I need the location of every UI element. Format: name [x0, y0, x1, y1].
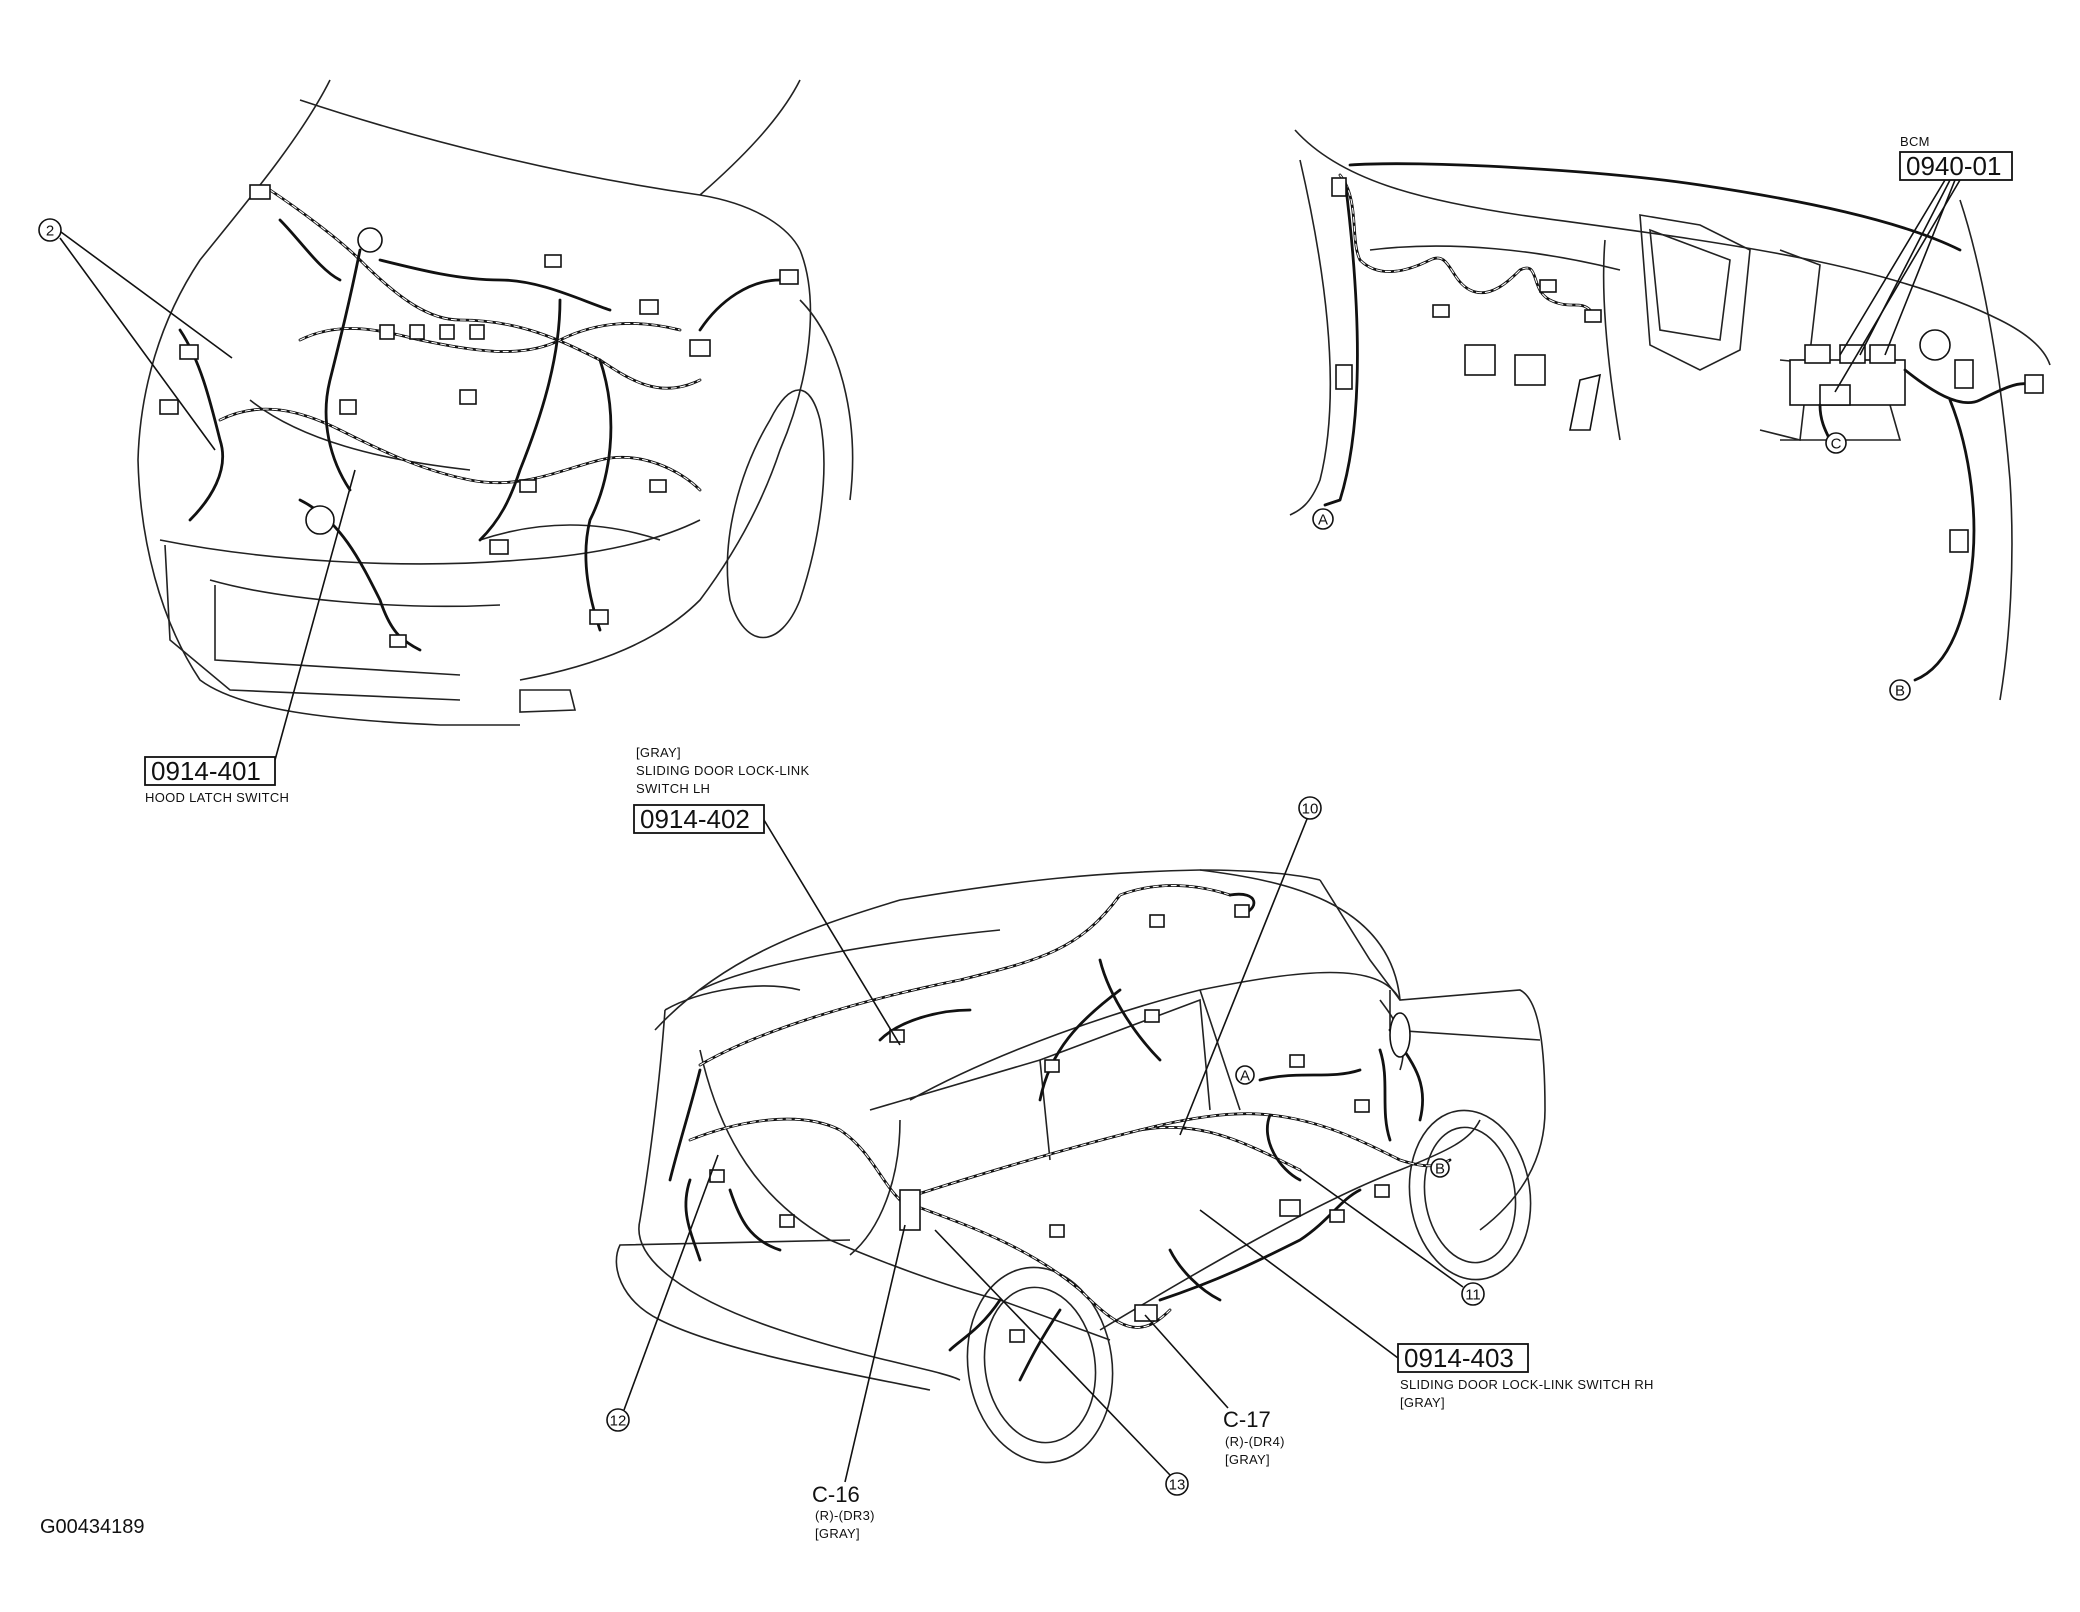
marker-12: 12 — [606, 1408, 630, 1432]
lock-link-switch-lh-callout: [GRAY] SLIDING DOOR LOCK-LINK SWITCH LH … — [633, 745, 809, 834]
svg-text:HOOD LATCH SWITCH: HOOD LATCH SWITCH — [145, 790, 289, 805]
marker-10: 10 — [1298, 796, 1322, 820]
svg-text:C-17: C-17 — [1223, 1407, 1271, 1432]
vehicle-rear-view: A B 10 11 12 13 [GRAY] — [606, 745, 1654, 1541]
svg-text:[GRAY]: [GRAY] — [1400, 1395, 1445, 1410]
svg-text:B: B — [1435, 1161, 1445, 1178]
svg-text:[GRAY]: [GRAY] — [636, 745, 681, 760]
connector-c16-callout: C-16 (R)-(DR3) [GRAY] — [812, 1482, 875, 1541]
svg-text:SLIDING DOOR LOCK-LINK SWITCH: SLIDING DOOR LOCK-LINK SWITCH RH — [1400, 1377, 1654, 1392]
svg-text:SWITCH LH: SWITCH LH — [636, 781, 710, 796]
svg-text:10: 10 — [1302, 801, 1319, 818]
marker-b-dash: B — [1889, 679, 1911, 701]
lock-link-switch-rh-callout: 0914-403 SLIDING DOOR LOCK-LINK SWITCH R… — [1397, 1343, 1654, 1410]
figure-id: G00434189 — [40, 1516, 145, 1538]
svg-text:A: A — [1240, 1068, 1250, 1085]
svg-text:BCM: BCM — [1900, 134, 1930, 149]
svg-text:B: B — [1895, 683, 1905, 700]
engine-compartment-view: 2 0914-401 HOOD LATCH SWITCH — [38, 79, 854, 805]
svg-text:0914-403: 0914-403 — [1404, 1343, 1514, 1373]
svg-text:C-16: C-16 — [812, 1482, 860, 1507]
bcm-callout: BCM 0940-01 — [1899, 134, 2013, 181]
marker-c-dash: C — [1825, 432, 1847, 454]
svg-text:2: 2 — [46, 223, 54, 240]
svg-text:0914-402: 0914-402 — [640, 804, 750, 834]
svg-text:0914-401: 0914-401 — [151, 756, 261, 786]
svg-text:[GRAY]: [GRAY] — [815, 1526, 860, 1541]
hood-latch-switch-callout: 0914-401 HOOD LATCH SWITCH — [144, 756, 289, 805]
svg-text:(R)-(DR3): (R)-(DR3) — [815, 1508, 875, 1523]
svg-text:0940-01: 0940-01 — [1906, 151, 2001, 181]
svg-text:[GRAY]: [GRAY] — [1225, 1452, 1270, 1467]
dashboard-view: BCM 0940-01 A B C — [1289, 129, 2051, 701]
connector-c17-callout: C-17 (R)-(DR4) [GRAY] — [1223, 1407, 1285, 1467]
marker-a-dash: A — [1312, 508, 1334, 530]
svg-text:A: A — [1318, 512, 1328, 529]
marker-13: 13 — [1165, 1472, 1189, 1496]
svg-text:12: 12 — [610, 1413, 627, 1430]
marker-11: 11 — [1461, 1282, 1485, 1306]
marker-b-rear: B — [1430, 1158, 1450, 1178]
svg-text:11: 11 — [1465, 1287, 1481, 1304]
marker-a-rear: A — [1235, 1065, 1255, 1085]
svg-text:(R)-(DR4): (R)-(DR4) — [1225, 1434, 1285, 1449]
svg-text:13: 13 — [1169, 1477, 1186, 1494]
marker-2: 2 — [38, 218, 62, 242]
svg-text:SLIDING DOOR LOCK-LINK: SLIDING DOOR LOCK-LINK — [636, 763, 809, 778]
svg-text:C: C — [1831, 436, 1842, 453]
